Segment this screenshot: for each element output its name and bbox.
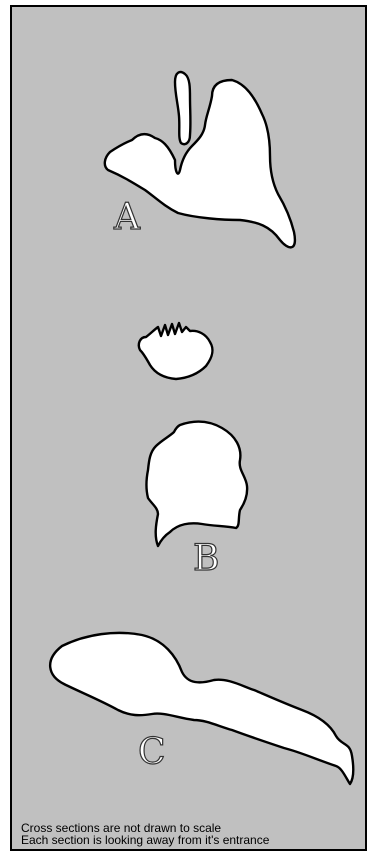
section-c-label: C <box>138 732 166 773</box>
section-a-label: A <box>113 197 141 238</box>
section-b-label: B <box>193 538 219 579</box>
direction-note: Each section is looking away from it's e… <box>21 834 269 847</box>
